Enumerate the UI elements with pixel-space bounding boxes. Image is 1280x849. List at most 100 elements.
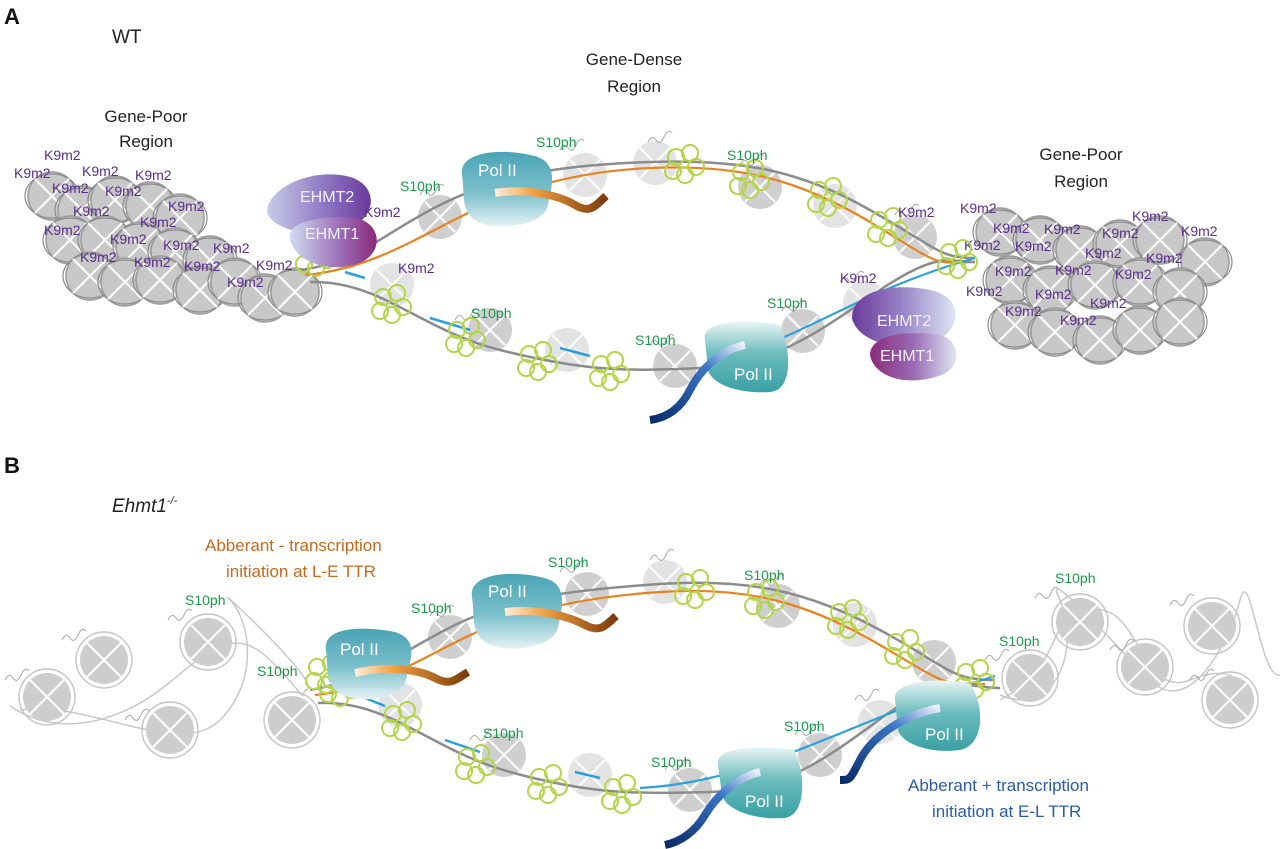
k9m2-label: K9m2 <box>44 147 81 163</box>
s10ph-label: S10ph <box>548 554 588 570</box>
k9m2-label: K9m2 <box>168 198 205 214</box>
ehmt2-label: EHMT2 <box>877 313 931 330</box>
k9m2-label: K9m2 <box>960 200 997 216</box>
panel-b-condition: Ehmt1-/- <box>112 495 178 517</box>
k9m2-label: K9m2 <box>1060 312 1097 328</box>
k9m2-label: K9m2 <box>213 240 250 256</box>
s10ph-label: S10ph <box>536 134 576 150</box>
pol2-label: Pol II <box>925 725 964 744</box>
k9m2-label: K9m2 <box>163 237 200 253</box>
panel-a: A WT Gene-Poor Region Gene-Dense Region … <box>4 4 1233 424</box>
open-chromatin-right <box>984 586 1280 729</box>
panel-a-condition: WT <box>112 27 142 48</box>
k9m2-label: K9m2 <box>44 222 81 238</box>
k9m2-label: K9m2 <box>1181 223 1218 239</box>
pol2-upper-a: Pol II <box>461 151 609 227</box>
pol2-label: Pol II <box>488 582 527 601</box>
pol2-right-b: Pol II <box>839 680 981 784</box>
k9m2-label: K9m2 <box>364 204 401 220</box>
nascent-rna-blue <box>649 341 746 424</box>
ehmt1-blob <box>870 333 957 381</box>
ehmt-complex-right: EHMT2 EHMT1 K9m2 K9m2 <box>840 204 957 381</box>
pol2-left-b: Pol II <box>325 628 471 700</box>
k9m2-label: K9m2 <box>1015 238 1052 254</box>
k9m2-label: K9m2 <box>1005 303 1042 319</box>
pol2-blob <box>704 321 789 393</box>
s10ph-label: S10ph <box>727 147 767 163</box>
k9m2-label: K9m2 <box>1085 245 1122 261</box>
s10ph-label: S10ph <box>257 663 297 679</box>
k9m2-label: K9m2 <box>993 220 1030 236</box>
nascent-rna-orange <box>504 607 619 633</box>
panel-a-letter: A <box>4 4 20 29</box>
ehmt1-label: EHMT1 <box>305 226 359 243</box>
s10ph-label: S10ph <box>784 718 824 734</box>
ehmt-complex-left: EHMT2 EHMT1 K9m2 K9m2 <box>267 174 435 276</box>
k9m2-label: K9m2 <box>1090 295 1127 311</box>
k9m2-label: K9m2 <box>1146 250 1183 266</box>
ehmt2-blob <box>852 287 956 347</box>
pol2-lower-b: Pol II <box>664 747 803 849</box>
s10ph-label: S10ph <box>635 332 675 348</box>
s10ph-label: S10ph <box>1055 570 1095 586</box>
dna-upper-strand-a <box>299 160 976 272</box>
ehmt1-label: EHMT1 <box>880 348 934 365</box>
k9m2-label: K9m2 <box>256 257 293 273</box>
pol2-blob <box>894 680 981 751</box>
s10ph-labels-a: S10ph S10ph S10ph S10ph S10ph S10ph <box>400 134 807 348</box>
k9m2-label: K9m2 <box>964 237 1001 253</box>
condition-gene: Ehmt1 <box>112 496 167 517</box>
pol2-label: Pol II <box>734 365 773 384</box>
annotation-orange-line1: Abberant - transcription <box>205 536 382 555</box>
pol2-lower-a: Pol II <box>649 321 789 424</box>
region-center-line2: Region <box>607 77 661 96</box>
k9m2-label: K9m2 <box>73 203 110 219</box>
panel-b: B Ehmt1-/- Abberant - transcription init… <box>4 453 1280 849</box>
s10ph-label: S10ph <box>999 633 1039 649</box>
k9m2-label: K9m2 <box>1035 286 1072 302</box>
k9m2-label: K9m2 <box>1055 262 1092 278</box>
annotation-orange-line2: initiation at L-E TTR <box>226 562 376 581</box>
k9m2-label: K9m2 <box>140 214 177 230</box>
s10ph-label: S10ph <box>471 305 511 321</box>
pol2-upper-b: Pol II <box>471 573 619 649</box>
s10ph-label: S10ph <box>767 295 807 311</box>
k9m2-label: K9m2 <box>1132 208 1169 224</box>
s10ph-label: S10ph <box>185 592 225 608</box>
pol2-blob <box>717 747 803 819</box>
annotation-blue-line2: initiation at E-L TTR <box>932 802 1081 821</box>
pol2-blob <box>325 628 412 700</box>
region-left-line1: Gene-Poor <box>104 107 187 126</box>
k9m2-labels-right: K9m2 K9m2 K9m2 K9m2 K9m2 K9m2 K9m2 K9m2 … <box>960 200 1218 328</box>
k9m2-label: K9m2 <box>995 263 1032 279</box>
annotation-blue-line1: Abberant + transcription <box>908 776 1089 795</box>
region-center-line1: Gene-Dense <box>586 50 682 69</box>
s10ph-labels-b: S10ph S10ph S10ph S10ph S10ph S10ph S10p… <box>185 554 1095 770</box>
nascent-rna-blue <box>664 768 762 849</box>
upper-strand-nucleosomes-a <box>322 130 938 270</box>
k9m2-label: K9m2 <box>82 163 119 179</box>
k9m2-labels-left: K9m2 K9m2 K9m2 K9m2 K9m2 K9m2 K9m2 K9m2 … <box>14 147 293 290</box>
k9m2-label: K9m2 <box>184 258 221 274</box>
s10ph-label: S10ph <box>651 754 691 770</box>
condition-genotype: -/- <box>167 495 178 507</box>
pol2-label: Pol II <box>478 161 517 180</box>
k9m2-label: K9m2 <box>398 260 435 276</box>
k9m2-label: K9m2 <box>134 254 171 270</box>
k9m2-label: K9m2 <box>966 283 1003 299</box>
pol2-label: Pol II <box>745 792 784 811</box>
k9m2-label: K9m2 <box>227 274 264 290</box>
k9m2-label: K9m2 <box>14 165 51 181</box>
panel-b-letter: B <box>4 453 20 478</box>
s10ph-label: S10ph <box>483 725 523 741</box>
k9m2-label: K9m2 <box>1115 266 1152 282</box>
s10ph-label: S10ph <box>400 178 440 194</box>
region-right-line2: Region <box>1054 172 1108 191</box>
s10ph-label: S10ph <box>411 600 451 616</box>
k9m2-label: K9m2 <box>135 167 172 183</box>
pol2-label: Pol II <box>340 640 379 659</box>
ehmt1-blob <box>289 217 377 268</box>
nascent-rna-blue <box>839 704 941 784</box>
k9m2-label: K9m2 <box>1044 221 1081 237</box>
